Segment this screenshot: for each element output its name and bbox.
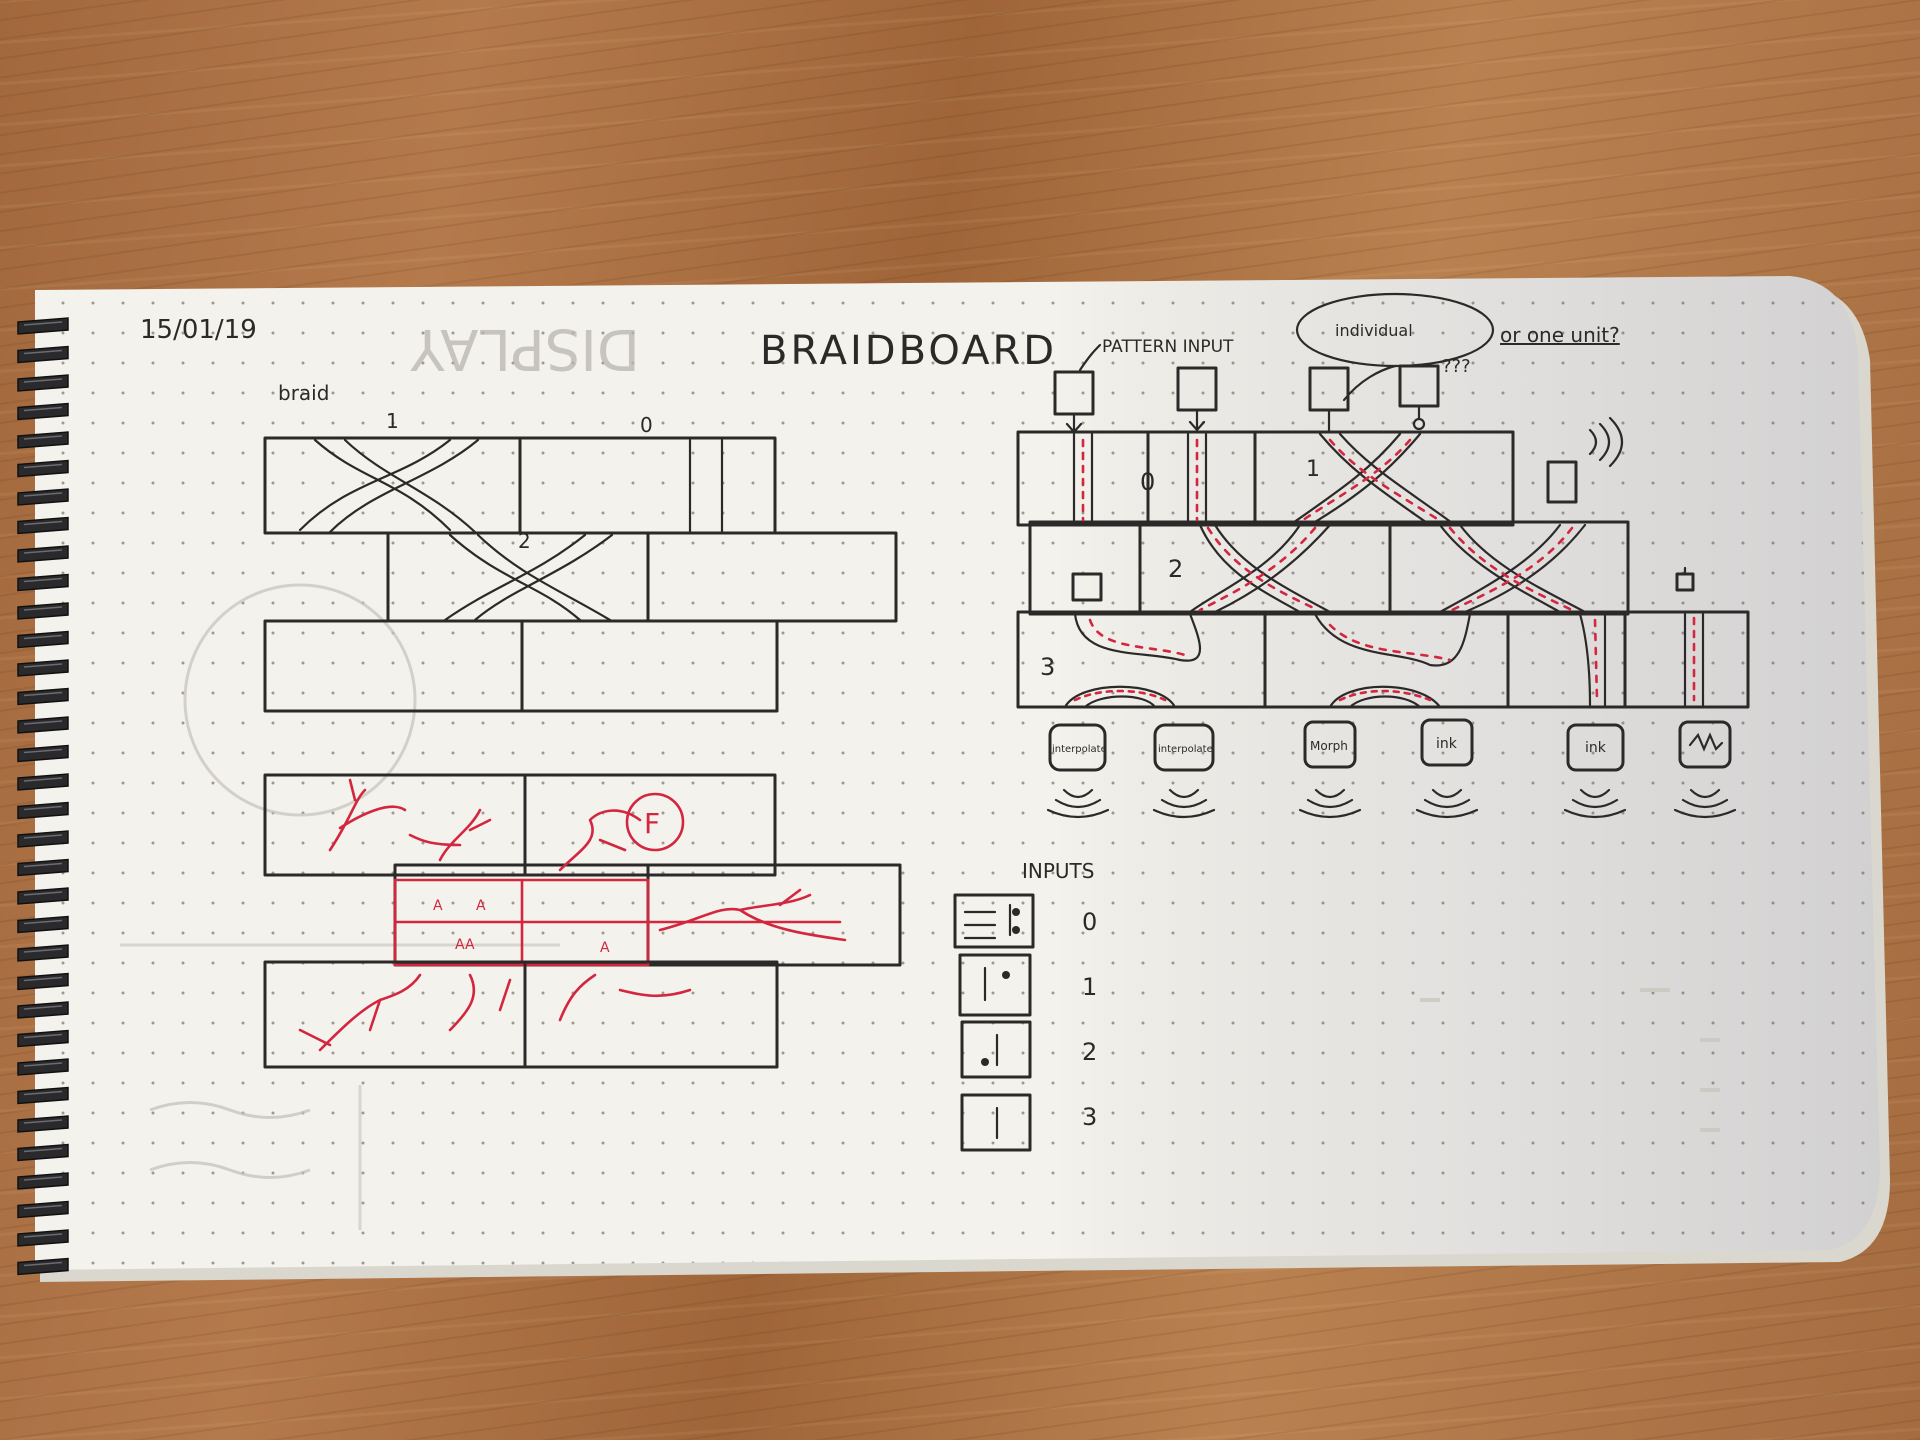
input-value: 0 <box>1082 908 1097 936</box>
output-modules: interpolate interpolate Morph ink ink <box>1046 718 1737 819</box>
right-tile-number: 2 <box>1168 555 1183 583</box>
spiral-coil-highlight <box>23 834 63 839</box>
f-marker: F <box>644 807 660 840</box>
sound-wave <box>1046 808 1110 819</box>
output-label: ink <box>1585 740 1607 756</box>
left-page-sketch: 1 0 2 F A A AA A <box>140 315 1057 1069</box>
spiral-coil-highlight <box>23 1090 63 1096</box>
spiral-coil-highlight <box>23 919 63 925</box>
spiral-coil-highlight <box>23 1033 63 1039</box>
tile-letter: AA <box>455 937 475 953</box>
right-page-sketch: PATTERN INPUT individual or one unit? ??… <box>953 292 1750 1152</box>
pattern-input-modules: PATTERN INPUT individual or one unit? ??… <box>1053 292 1620 434</box>
sound-wave <box>1431 788 1463 799</box>
left-tile-number: 1 <box>386 409 399 433</box>
spiral-coil-highlight <box>23 976 63 982</box>
spiral-coil-highlight <box>23 435 63 440</box>
spiral-coil-highlight <box>23 1233 63 1238</box>
braid-label: braid <box>278 381 329 405</box>
output-label: Morph <box>1310 739 1348 753</box>
output-label: interpolate <box>1158 744 1213 755</box>
sound-wave <box>1054 798 1102 809</box>
sound-wave <box>1681 798 1729 809</box>
spiral-coil-highlight <box>23 549 63 554</box>
sound-wave <box>1314 788 1346 799</box>
sound-wave <box>1571 798 1619 809</box>
sound-wave <box>1563 808 1627 819</box>
spiral-coil-highlight <box>23 520 63 526</box>
spiral-coil-highlight <box>23 406 63 412</box>
spiral-coil-highlight <box>23 463 63 469</box>
right-braid-board: 0 1 2 3 <box>1016 416 1750 709</box>
output-label: ink <box>1436 736 1458 752</box>
spiral-coil-highlight <box>23 492 63 497</box>
spiral-coil-highlight <box>23 862 63 868</box>
inputs-heading: INPUTS <box>1022 859 1094 883</box>
tile-letter: A <box>476 898 486 914</box>
spiral-coil-highlight <box>23 948 63 953</box>
sound-wave <box>1415 808 1479 819</box>
sound-wave <box>1152 808 1216 819</box>
spiral-coil-highlight <box>23 349 63 355</box>
spiral-coil-highlight <box>23 1261 63 1267</box>
spiral-coil-highlight <box>23 634 63 640</box>
spiral-coil-highlight <box>23 577 63 583</box>
spiral-coil-highlight <box>23 1062 63 1067</box>
spiral-coil-highlight <box>23 1005 63 1010</box>
input-value: 3 <box>1082 1103 1097 1131</box>
growth-board-bottom: F A A AA A <box>263 773 902 1069</box>
spiral-coil-highlight <box>23 663 63 668</box>
spiral-coil-highlight <box>23 777 63 782</box>
spiral-coil-highlight <box>23 321 63 326</box>
spiral-coil-highlight <box>23 805 63 811</box>
spiral-coil-highlight <box>23 691 63 697</box>
pattern-input-label: PATTERN INPUT <box>1102 337 1234 357</box>
spiral-coil-highlight <box>23 891 63 896</box>
spiral-coil-highlight <box>23 720 63 725</box>
sound-wave <box>1673 808 1737 819</box>
braid-board-top: 1 0 2 <box>263 409 898 713</box>
sound-wave <box>1160 798 1208 809</box>
spiral-coil-highlight <box>23 1147 63 1153</box>
spiral-coil-highlight <box>23 748 63 754</box>
question-marks: ??? <box>1442 356 1471 377</box>
sound-wave <box>1062 788 1094 799</box>
tile-letter: A <box>600 940 610 956</box>
spiral-coil-highlight <box>23 1204 63 1210</box>
right-tile-number: 3 <box>1040 653 1055 681</box>
right-tile-number: 0 <box>1140 468 1155 496</box>
bleed-through-marks: DISPLAY <box>120 316 1720 1230</box>
left-tile-number: 0 <box>640 413 653 437</box>
tile-letter: A <box>433 898 443 914</box>
spiral-coil-highlight <box>23 1119 63 1124</box>
spiral-coil-highlight <box>23 606 63 611</box>
left-tile-number: 2 <box>518 529 531 553</box>
spiral-coil-highlight <box>23 378 63 383</box>
input-value: 2 <box>1082 1038 1097 1066</box>
sound-wave <box>1423 798 1471 809</box>
spiral-binding-icon <box>17 317 69 1276</box>
spiral-coil-highlight <box>23 1176 63 1181</box>
sound-wave <box>1298 808 1362 819</box>
input-value: 1 <box>1082 973 1097 1001</box>
sound-wave <box>1306 798 1354 809</box>
page-date: 15/01/19 <box>140 315 257 345</box>
individual-label: individual <box>1335 321 1413 340</box>
output-label: interpolate <box>1052 744 1107 755</box>
or-one-unit-label: or one unit? <box>1500 323 1620 347</box>
page-title: BRAIDBOARD <box>760 328 1057 374</box>
svg-text:DISPLAY: DISPLAY <box>410 316 640 381</box>
sound-wave <box>1168 788 1200 799</box>
sound-wave <box>1689 788 1721 799</box>
inputs-legend: INPUTS 0 1 2 3 <box>953 859 1097 1152</box>
right-tile-number: 1 <box>1306 457 1320 482</box>
sound-wave <box>1579 788 1611 799</box>
